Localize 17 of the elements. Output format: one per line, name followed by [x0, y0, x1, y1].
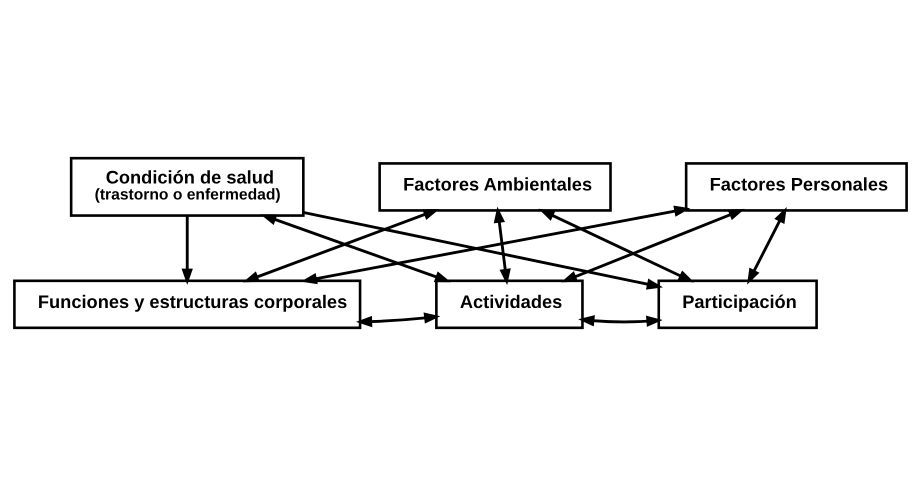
node-box: Actividades	[435, 279, 584, 329]
arrow	[260, 214, 451, 282]
node-box: Factores Ambientales	[378, 162, 612, 212]
arrow	[242, 208, 440, 282]
node-box: Funciones y estructuras corporales	[13, 279, 362, 329]
arrow	[560, 208, 745, 282]
arrow	[356, 312, 440, 327]
node-box: Factores Personales	[684, 162, 908, 212]
arrow	[303, 210, 663, 290]
arrow	[538, 208, 694, 282]
arrow	[300, 205, 690, 284]
node-box: Participación	[657, 279, 818, 329]
node-box: Condición de salud (trastorno o enfermedad)	[70, 156, 305, 216]
arrow	[494, 206, 511, 285]
arrow	[578, 314, 663, 326]
arrow	[747, 206, 787, 284]
arrow	[182, 216, 193, 284]
